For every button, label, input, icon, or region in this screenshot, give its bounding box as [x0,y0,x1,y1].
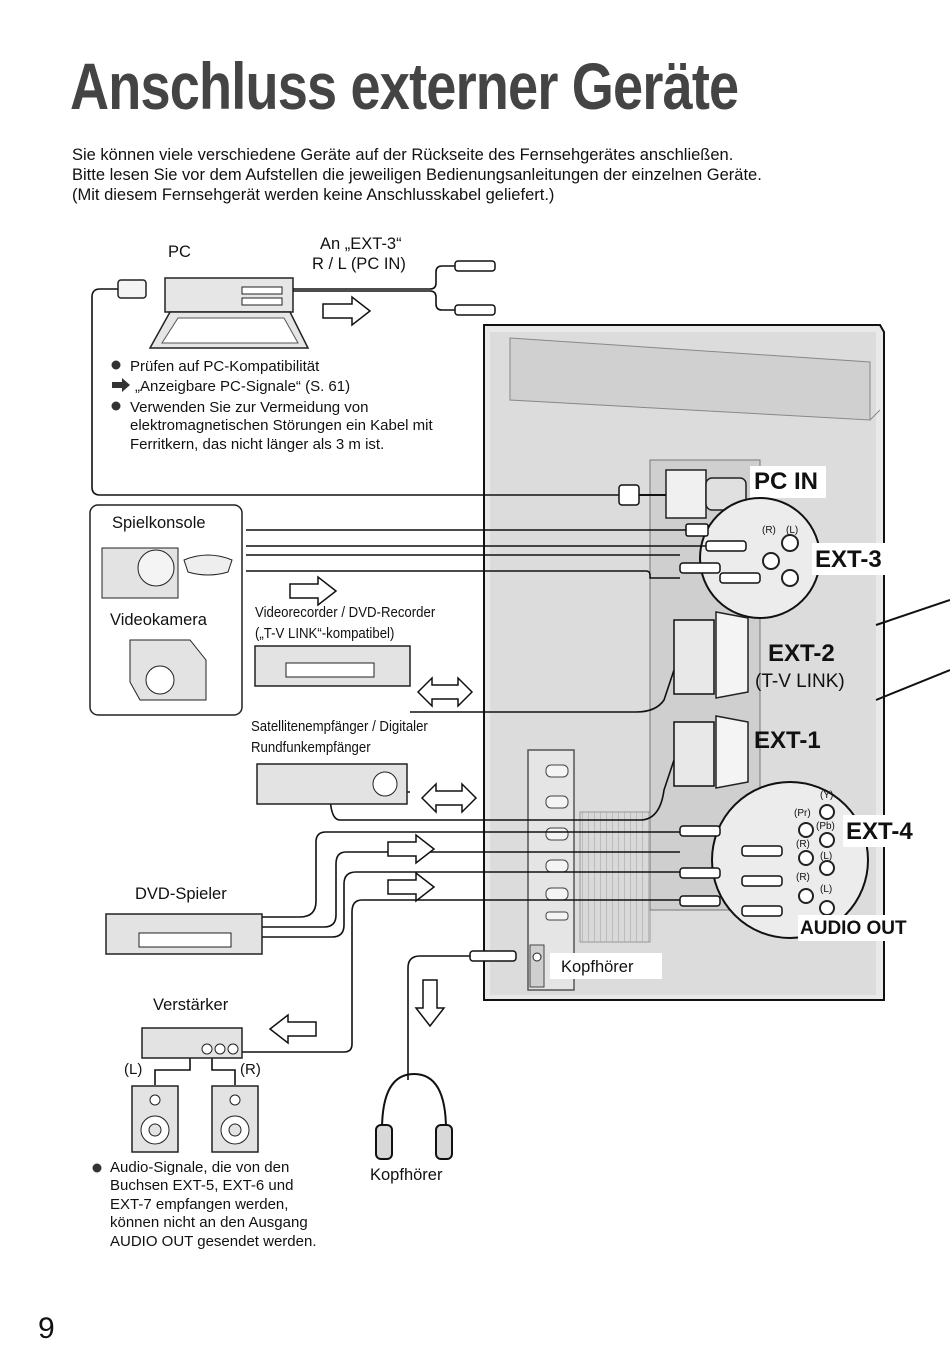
vcr-illustration [254,645,411,687]
satellite-illustration [256,763,408,805]
game-console-label: Spielkonsole [112,514,206,532]
ext4-r-label: (R) [796,839,810,850]
pc-note-3: Verwenden Sie zur Vermeidung von [130,399,369,416]
bullet-dots [92,360,121,1173]
ext3-zoom [699,497,886,619]
ext4-pb-label: (Pb) [816,821,835,832]
ext3-port-label: EXT-3 [815,546,882,573]
vcr-label-1: Videorecorder / DVD-Recorder [255,604,436,621]
pc-note-2: „Anzeigbare PC-Signale“ (S. 61) [135,378,351,395]
headphone-port-label: Kopfhörer [561,958,634,976]
pc-in-target-label-2: R / L (PC IN) [312,255,406,273]
ext1-port-label: EXT-1 [754,727,821,754]
audio-note-5: AUDIO OUT gesendet werden. [110,1233,317,1250]
amplifier-label: Verstärker [153,996,229,1014]
connector-plugs [454,260,783,962]
ext2-port-label: EXT-2 [768,640,835,667]
headphones-label: Kopfhörer [370,1166,443,1184]
ext4-pr-label: (Pr) [794,808,811,819]
dvd-illustration [105,913,263,955]
scart-sockets [715,611,749,789]
ext3-l-label: (L) [786,525,799,536]
audio-l-label: (L) [820,884,833,895]
headphones-illustration [375,1072,453,1160]
vcr-label-2: („T-V LINK“-kompatibel) [255,625,395,642]
tv-link-label: (T-V LINK) [755,671,845,692]
pc-in-target-label-1: An „EXT-3“ [320,235,402,253]
game-camera-box [89,504,243,716]
intro-line-1: Sie können viele verschiedene Geräte auf… [72,146,734,164]
reference-arrow-icon [112,378,130,392]
ext4-port-label: EXT-4 [846,818,913,845]
pc-in-port [665,466,826,519]
intro-line-3: (Mit diesem Fernsehgerät werden keine An… [72,186,555,204]
speakers [131,1085,259,1153]
pc-in-port-label: PC IN [754,468,819,495]
page-number: 9 [38,1312,55,1345]
speaker-right-label: (R) [240,1061,261,1078]
ext3-r-label: (R) [762,525,776,536]
speaker-left-label: (L) [124,1061,143,1078]
pc-note-4: elektromagnetischen Störungen ein Kabel … [130,417,433,434]
ext4-l-label: (L) [820,851,833,862]
video-camera-label: Videokamera [110,611,207,629]
headphone-label-bg [550,953,662,979]
flow-arrows [268,295,478,1045]
audio-note-3: EXT-7 empfangen werden, [110,1196,289,1213]
amplifier-illustration [141,1027,243,1059]
ext4-zoom [711,781,919,941]
pc-illustration [117,277,310,349]
audio-r-label: (R) [796,872,810,883]
satellite-label-1: Satellitenempfänger / Digitaler [251,718,428,735]
pc-note-5: Ferritkern, das nicht länger als 3 m ist… [130,436,385,453]
audio-note-1: Audio-Signale, die von den [110,1159,290,1176]
pc-note-1: Prüfen auf PC-Kompatibilität [130,358,320,375]
page-title: Anschluss externer Geräte [70,49,739,123]
audio-out-port-label: AUDIO OUT [800,918,907,939]
pc-label: PC [168,243,191,261]
audio-note-4: können nicht an den Ausgang [110,1214,308,1231]
dvd-player-label: DVD-Spieler [135,885,227,903]
audio-note-2: Buchsen EXT-5, EXT-6 und [110,1177,294,1194]
intro-line-2: Bitte lesen Sie vor dem Aufstellen die j… [72,166,762,184]
ext4-y-label: (Y) [820,790,834,801]
satellite-label-2: Rundfunkempfänger [251,739,371,756]
